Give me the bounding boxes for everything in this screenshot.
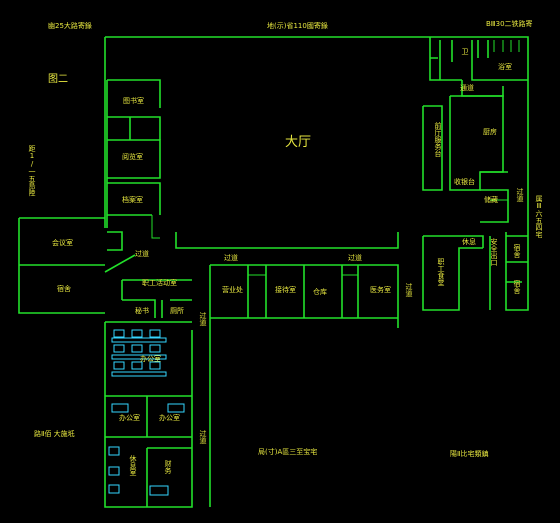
room-storage: 储藏 [484, 196, 498, 204]
safety-exit: 安全出口 [490, 238, 498, 266]
corridor-2: 过道 [224, 254, 238, 262]
corridor-3: 过道 [348, 254, 362, 262]
room-toilet-a: 厕所 [170, 307, 184, 315]
label-left-side: 距1/一五島陸 [28, 145, 36, 196]
office-desks [108, 329, 185, 496]
room-warehouse: 仓库 [313, 288, 327, 296]
room-library: 图书室 [123, 97, 144, 105]
label-right-side: 属Ⅲ六五四宅 [535, 195, 543, 238]
room-dorm: 宿舍 [57, 285, 71, 293]
room-hall-side: 前厅服务台 [434, 122, 442, 157]
room-bathroom: 卫 [461, 48, 469, 55]
room-secretary: 秘书 [135, 307, 149, 315]
label-bottom-left: 路Ⅱ佰 大施坻 [34, 430, 75, 438]
label-bottom-right: 陽Ⅱ比宅類鎮 [450, 450, 489, 458]
room-finance: 财务 [164, 460, 172, 474]
room-office-b: 办公室 [159, 414, 180, 422]
room-lounge: 休息室 [129, 455, 137, 476]
label-top-left: 幽25大路寄錄 [48, 22, 92, 30]
room-passage: 通道 [460, 84, 474, 92]
room-shower: 浴室 [498, 63, 512, 71]
room-meeting: 会议室 [52, 239, 73, 247]
room-office-main: 办公室 [140, 355, 161, 363]
label-top-right: BⅢ30二铁路寄 [486, 20, 533, 28]
room-union: 职工活动室 [142, 279, 177, 287]
room-rest: 休息 [462, 238, 476, 246]
room-archive: 档案室 [122, 196, 143, 204]
corridor-4: 过道 [199, 312, 207, 326]
room-hall: 大厅 [285, 135, 312, 150]
room-dorm-a: 宿舍 [513, 244, 521, 258]
room-sales: 营业处 [222, 286, 243, 294]
corridor-1: 过道 [135, 250, 149, 258]
figure-number: 图二 [48, 74, 68, 85]
corridor-5: 过道 [199, 430, 207, 444]
room-clinic: 医务室 [370, 286, 391, 294]
room-staff-canteen: 职工食堂 [437, 258, 445, 286]
room-cashier: 收银台 [454, 178, 475, 186]
corridor-right: 过道 [516, 188, 524, 202]
room-office-a: 办公室 [119, 414, 140, 422]
label-bottom-center: 局(寸)A區三至宝宅 [258, 448, 318, 456]
room-reception: 接待室 [275, 286, 296, 294]
label-top-center: 地(示)省110國寄錄 [267, 22, 328, 30]
corridor-6: 过道 [405, 283, 413, 297]
room-reading: 阅览室 [122, 153, 143, 161]
room-kitchen: 厨房 [483, 128, 497, 136]
room-dorm-b: 宿舍 [513, 280, 521, 294]
